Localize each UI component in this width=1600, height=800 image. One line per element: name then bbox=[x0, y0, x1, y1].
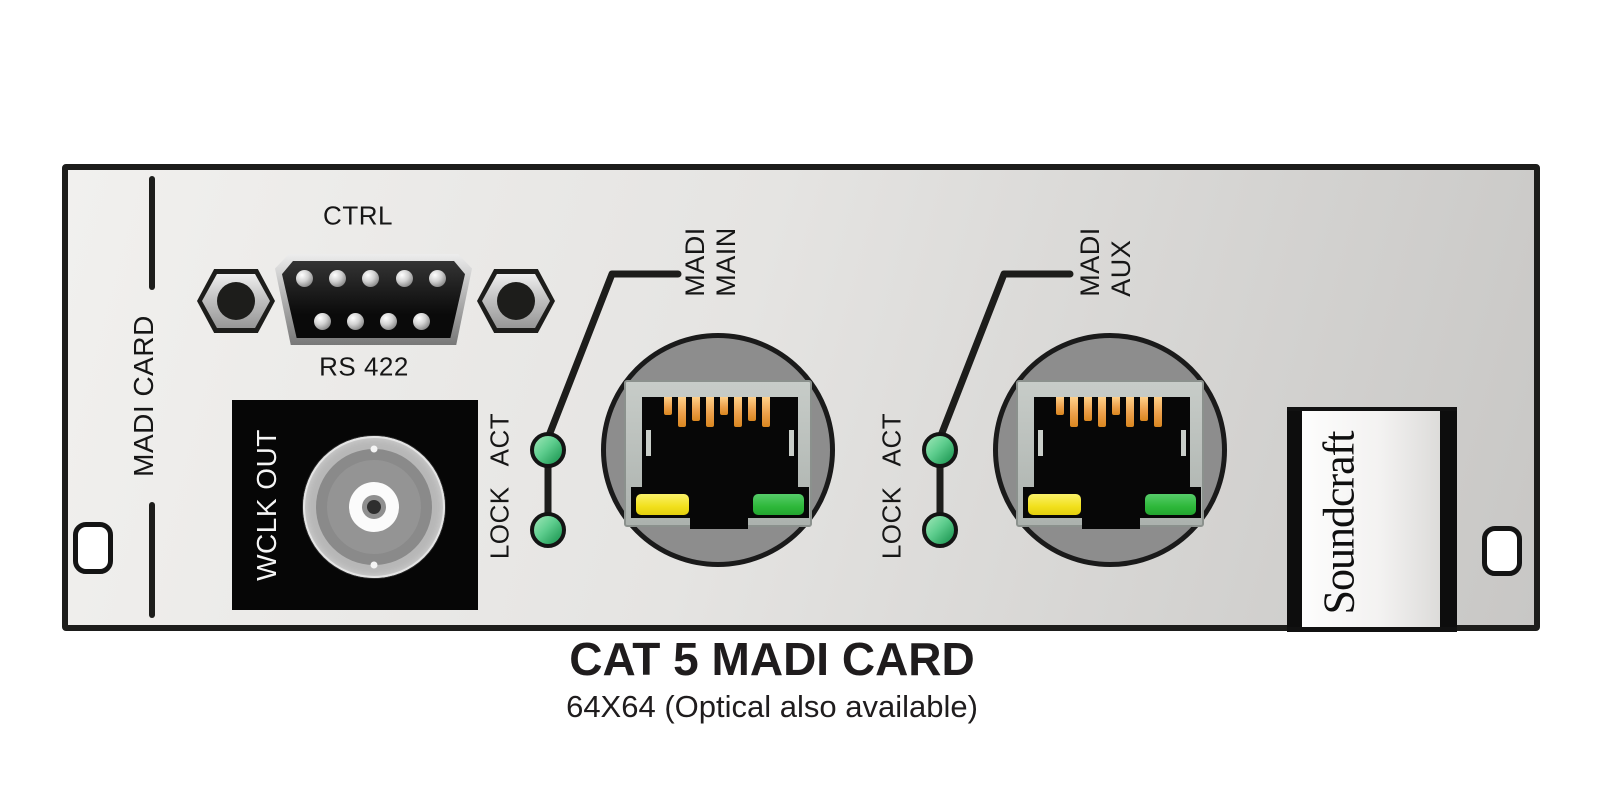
act-led-main bbox=[530, 432, 566, 468]
hex-standoff-right-icon bbox=[477, 269, 555, 333]
rj45-latch-mark bbox=[789, 430, 794, 456]
dsub-pin bbox=[329, 270, 346, 287]
dsub-pin bbox=[314, 313, 331, 330]
bnc-connector-icon bbox=[303, 436, 445, 578]
dsub-pin bbox=[296, 270, 313, 287]
dsub-pin bbox=[380, 313, 397, 330]
rj45-port-main bbox=[601, 333, 835, 567]
rj45-contact-pins bbox=[664, 397, 770, 427]
rj45-center-tab bbox=[690, 518, 748, 529]
dsub-pin bbox=[396, 270, 413, 287]
wclk-out-label: WCLK OUT bbox=[251, 429, 282, 581]
rj45-contact-pins bbox=[1056, 397, 1162, 427]
dsub-pin bbox=[347, 313, 364, 330]
rs422-label: RS 422 bbox=[319, 351, 409, 382]
rj45-yellow-led bbox=[636, 494, 689, 515]
madi-card-side-label: MADI CARD bbox=[128, 315, 159, 477]
dsub-pin bbox=[362, 270, 379, 287]
caption-subtitle: 64X64 (Optical also available) bbox=[566, 688, 978, 724]
rj45-jack bbox=[624, 380, 812, 529]
hex-center-hole bbox=[497, 282, 535, 320]
lock-led-main bbox=[530, 512, 566, 548]
lock-act-label-aux: LOCK ACT bbox=[876, 412, 907, 560]
caption-title: CAT 5 MADI CARD bbox=[569, 633, 975, 685]
madi-aux-label: MADI AUX bbox=[1075, 227, 1136, 297]
badge-right-bar bbox=[1440, 411, 1457, 627]
lock-act-label-main: LOCK ACT bbox=[484, 412, 515, 560]
rj45-green-led bbox=[1145, 494, 1196, 515]
lock-led-aux bbox=[922, 512, 958, 548]
rj45-latch-mark bbox=[1038, 430, 1043, 456]
ctrl-label: CTRL bbox=[323, 200, 393, 231]
bnc-bayonet-lug-bottom bbox=[370, 561, 378, 569]
rj45-latch-mark bbox=[1181, 430, 1186, 456]
rj45-center-tab bbox=[1082, 518, 1140, 529]
caption-block: CAT 5 MADI CARD 64X64 (Optical also avai… bbox=[412, 634, 1132, 725]
hex-center-hole bbox=[217, 282, 255, 320]
rj45-jack bbox=[1016, 380, 1204, 529]
rj45-green-led bbox=[753, 494, 804, 515]
bnc-center-pin bbox=[367, 500, 381, 514]
dsub-9-connector bbox=[275, 254, 472, 345]
soundcraft-logo: Soundcraft bbox=[1314, 431, 1364, 615]
mounting-slot-left bbox=[73, 522, 113, 574]
brand-badge: Soundcraft bbox=[1287, 407, 1457, 632]
dsub-pin bbox=[413, 313, 430, 330]
bnc-bayonet-lug-top bbox=[370, 445, 378, 453]
rj45-yellow-led bbox=[1028, 494, 1081, 515]
dsub-pin bbox=[429, 270, 446, 287]
side-bracket-bottom-line bbox=[149, 502, 155, 618]
act-led-aux bbox=[922, 432, 958, 468]
madi-main-label: MADI MAIN bbox=[680, 227, 741, 297]
badge-left-bar bbox=[1287, 411, 1302, 627]
side-bracket-top-line bbox=[149, 176, 155, 290]
hex-standoff-left-icon bbox=[197, 269, 275, 333]
rj45-latch-mark bbox=[646, 430, 651, 456]
mounting-slot-right bbox=[1482, 526, 1522, 576]
rj45-port-aux bbox=[993, 333, 1227, 567]
